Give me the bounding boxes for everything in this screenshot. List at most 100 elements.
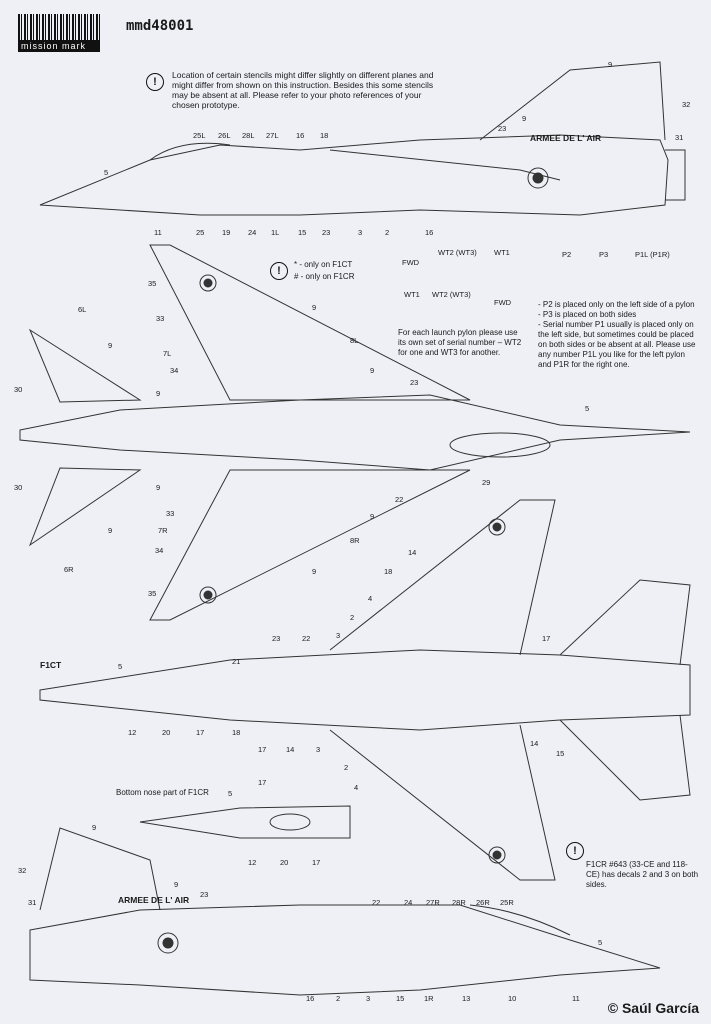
callout-label: 29	[482, 478, 491, 487]
callout-label: 6R	[64, 565, 74, 574]
callout-label: 9	[108, 341, 113, 350]
callout-label: 14	[408, 548, 417, 557]
mission-mark-logo: mission mark	[18, 14, 100, 52]
pylon-wt1-bottom: WT1	[404, 290, 420, 299]
photo-credit: © Saúl García	[607, 1000, 699, 1016]
callout-label: 25	[196, 228, 205, 237]
callout-label: 12	[128, 728, 137, 737]
callout-label: 33	[166, 509, 175, 518]
side-view-right	[29, 827, 661, 996]
callout-label: 32	[682, 100, 691, 109]
callout-label: 24	[248, 228, 257, 237]
callout-label: 3	[336, 631, 341, 640]
callout-label: 6L	[78, 305, 87, 314]
callout-label: 13	[462, 994, 471, 1003]
callout-label: 9	[108, 526, 113, 535]
callout-label: 12	[248, 858, 257, 867]
callout-label: 9	[522, 114, 527, 123]
callout-label: 11	[572, 994, 580, 1003]
callout-label: 14	[530, 739, 539, 748]
pylon-wt1-top: WT1	[494, 248, 510, 257]
callout-label: 5	[104, 168, 109, 177]
callout-label: 14	[286, 745, 295, 754]
callout-label: 31	[28, 898, 37, 907]
callout-label: 27R	[426, 898, 440, 907]
callout-label: 3	[316, 745, 321, 754]
callout-label: 2	[350, 613, 355, 622]
callout-label: 5	[118, 662, 123, 671]
callout-label: 2	[385, 228, 390, 237]
callout-label: 16	[306, 994, 315, 1003]
serials-note: - P2 is placed only on the left side of …	[538, 300, 696, 369]
callout-label: 26R	[476, 898, 490, 907]
callout-label: 16	[296, 131, 305, 140]
callout-label: 15	[556, 749, 565, 758]
callout-label: 24	[404, 898, 413, 907]
warning-text: Location of certain stencils might diffe…	[172, 70, 434, 110]
callout-label: 30	[14, 385, 23, 394]
callout-label: 16	[425, 228, 434, 237]
callout-label: 23	[272, 634, 281, 643]
callout-label: 9	[370, 512, 375, 521]
callout-label: 10	[508, 994, 517, 1003]
nose-title: Bottom nose part of F1CR	[116, 788, 209, 797]
callout-label: 23	[322, 228, 331, 237]
callout-label: 23	[410, 378, 419, 387]
callout-label: 21	[232, 657, 241, 666]
legend-warning-icon: !	[270, 262, 288, 280]
callout-label: 19	[222, 228, 231, 237]
callout-label: 5	[228, 789, 233, 798]
callout-label: 22	[302, 634, 311, 643]
callout-label: 22	[395, 495, 404, 504]
callout-label: 33	[156, 314, 165, 323]
callout-label: 35	[148, 589, 157, 598]
callout-label: 1L	[271, 228, 280, 237]
callout-label: 18	[384, 567, 393, 576]
legend-f1ct: * - only on F1CT	[294, 260, 353, 269]
callout-label: 7R	[158, 526, 168, 535]
underside-view	[39, 499, 691, 881]
callout-label: 15	[298, 228, 307, 237]
serial-p2: P2	[562, 250, 572, 259]
pylon-wt2-wt3-top: WT2 (WT3)	[438, 248, 477, 257]
callout-label: 34	[155, 546, 164, 555]
callout-label: 9	[174, 880, 179, 889]
callout-label: 17	[258, 778, 267, 787]
top-plan-view	[19, 244, 691, 621]
callout-label: 8R	[350, 536, 360, 545]
callout-label: 30	[14, 483, 23, 492]
product-code: mmd48001	[126, 18, 194, 34]
warning-icon: !	[146, 73, 164, 91]
callout-label: 9	[156, 389, 161, 398]
callout-label: 27L	[266, 131, 279, 140]
armee-de-lair-marking-bottom: ARMEE DE L' AIR	[118, 895, 190, 905]
callout-label: 9	[312, 567, 317, 576]
serial-p3: P3	[599, 250, 609, 259]
callout-label: 20	[280, 858, 289, 867]
f1cr-warning-icon: !	[566, 842, 584, 860]
serial-p1l: P1L (P1R)	[635, 250, 670, 259]
callout-label: 8L	[350, 336, 359, 345]
callout-label: 3	[358, 228, 363, 237]
callout-label: 28R	[452, 898, 466, 907]
pylon-fwd-bottom: FWD	[494, 298, 512, 307]
callout-label: 31	[675, 133, 684, 142]
callout-label: 2	[344, 763, 349, 772]
callout-label: 26L	[218, 131, 231, 140]
callout-label: 9	[312, 303, 317, 312]
callout-label: 9	[608, 60, 613, 69]
callout-label: 23	[200, 890, 209, 899]
callout-label: 18	[320, 131, 329, 140]
callout-label: 23	[498, 124, 507, 133]
callout-label: 22	[372, 898, 381, 907]
callout-label: 17	[196, 728, 205, 737]
callout-label: 3	[366, 994, 371, 1003]
callout-label: 9	[92, 823, 97, 832]
callout-label: 7L	[163, 349, 172, 358]
pylon-note: For each launch pylon please use its own…	[398, 328, 522, 357]
callout-label: 17	[258, 745, 267, 754]
callout-label: 4	[354, 783, 359, 792]
callout-label: 34	[170, 366, 179, 375]
callout-label: 17	[312, 858, 321, 867]
